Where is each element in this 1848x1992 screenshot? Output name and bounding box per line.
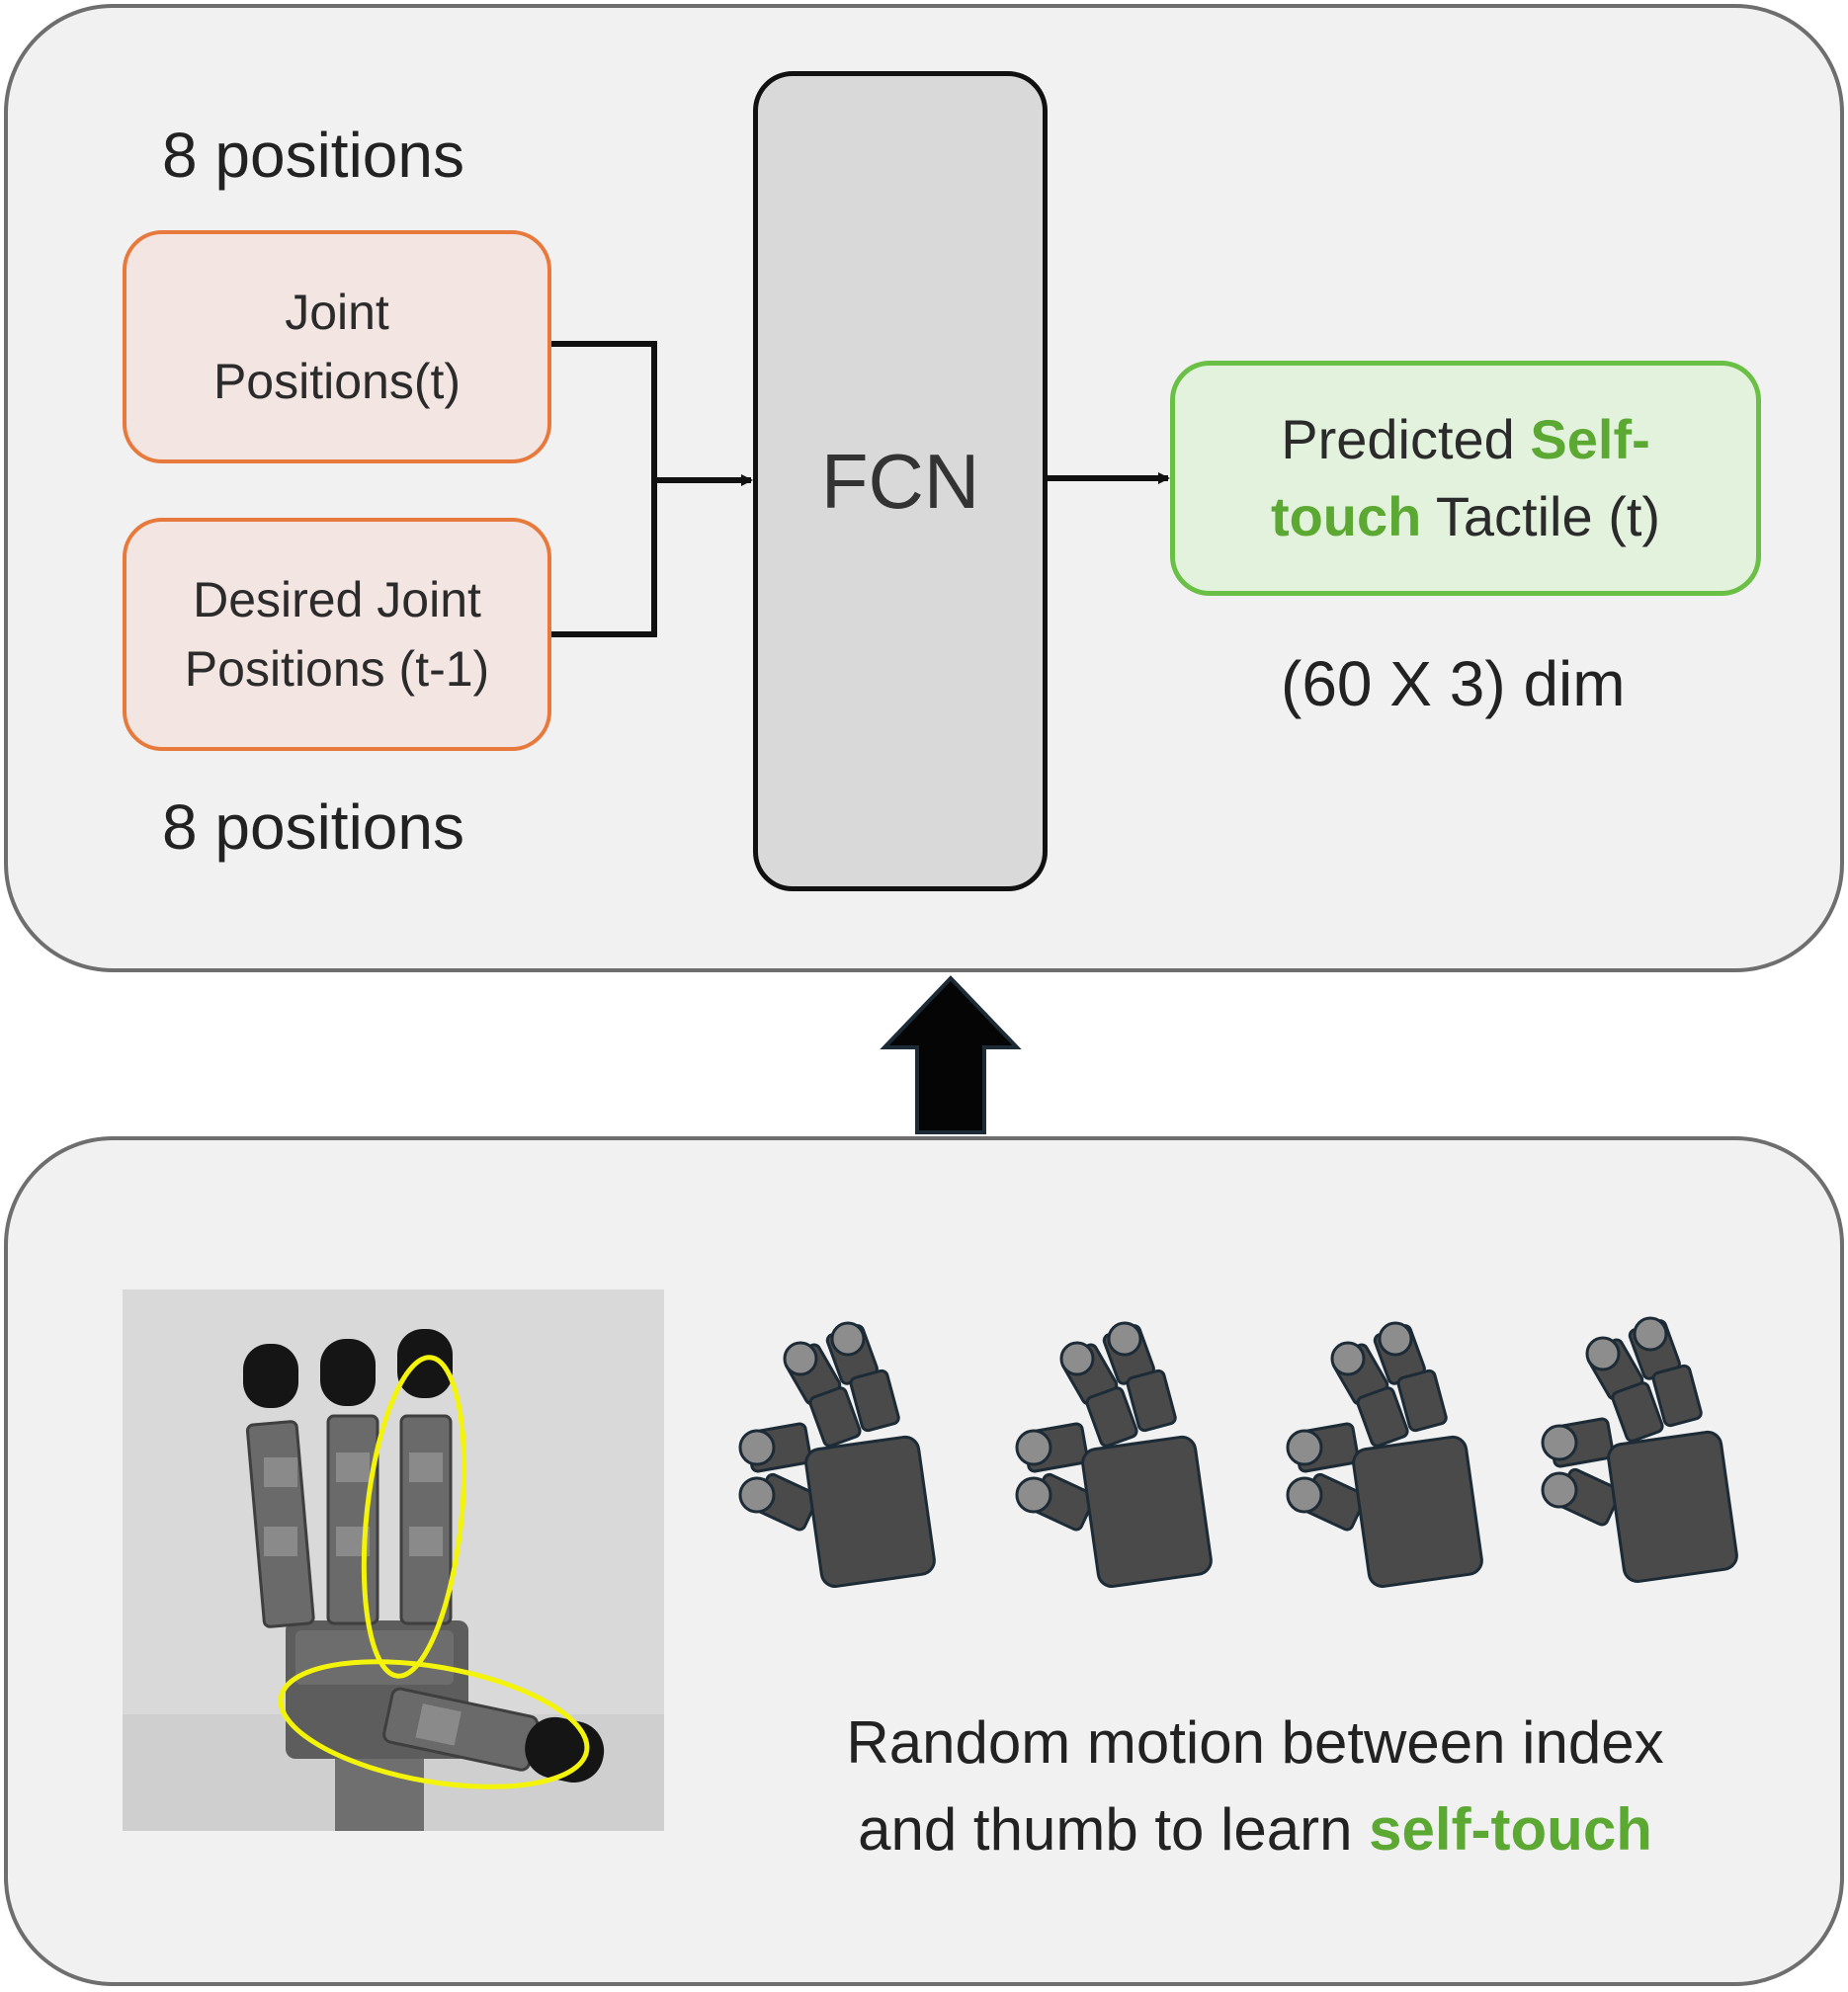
- fcn-block: FCN: [753, 71, 1048, 891]
- joint-positions-line1: Joint: [285, 285, 389, 340]
- data-collection-caption: Random motion between index and thumb to…: [731, 1700, 1779, 1873]
- joint-positions-box: Joint Positions(t): [123, 230, 551, 463]
- hand-pose-icon-2: [1015, 1321, 1215, 1590]
- hand-pose-icon-3: [1286, 1321, 1485, 1590]
- caption-line2: and thumb to learn self-touch: [858, 1796, 1652, 1863]
- output-highlight-self: Self-: [1530, 407, 1650, 470]
- desired-joint-positions-line1: Desired Joint: [193, 572, 481, 627]
- robot-hand-photo: [123, 1289, 664, 1831]
- desired-joint-positions-line2: Positions (t-1): [184, 641, 490, 697]
- output-highlight-touch: touch: [1270, 485, 1422, 547]
- robot-hand-illustration: [123, 1289, 664, 1831]
- connector-desired-joint-positions: [551, 480, 657, 637]
- output-dim-label: (60 X 3) dim: [1281, 648, 1626, 719]
- fcn-label: FCN: [820, 437, 980, 525]
- up-arrow: [880, 975, 1022, 1134]
- output-line1: Predicted Self-: [1281, 407, 1650, 470]
- desired-joint-positions-box: Desired Joint Positions (t-1): [123, 518, 551, 751]
- predicted-tactile-box: Predicted Self- touch Tactile (t): [1170, 361, 1761, 596]
- input-bottom-size-label: 8 positions: [162, 791, 464, 863]
- output-line2: touch Tactile (t): [1270, 485, 1661, 547]
- caption-highlight: self-touch: [1369, 1796, 1652, 1863]
- hand-pose-icon-4: [1541, 1316, 1740, 1585]
- hand-pose-icon-1: [738, 1321, 938, 1590]
- caption-line1: Random motion between index: [846, 1709, 1664, 1776]
- connector-joint-positions: [551, 341, 657, 480]
- joint-positions-line2: Positions(t): [212, 354, 462, 409]
- input-top-size-label: 8 positions: [162, 120, 464, 191]
